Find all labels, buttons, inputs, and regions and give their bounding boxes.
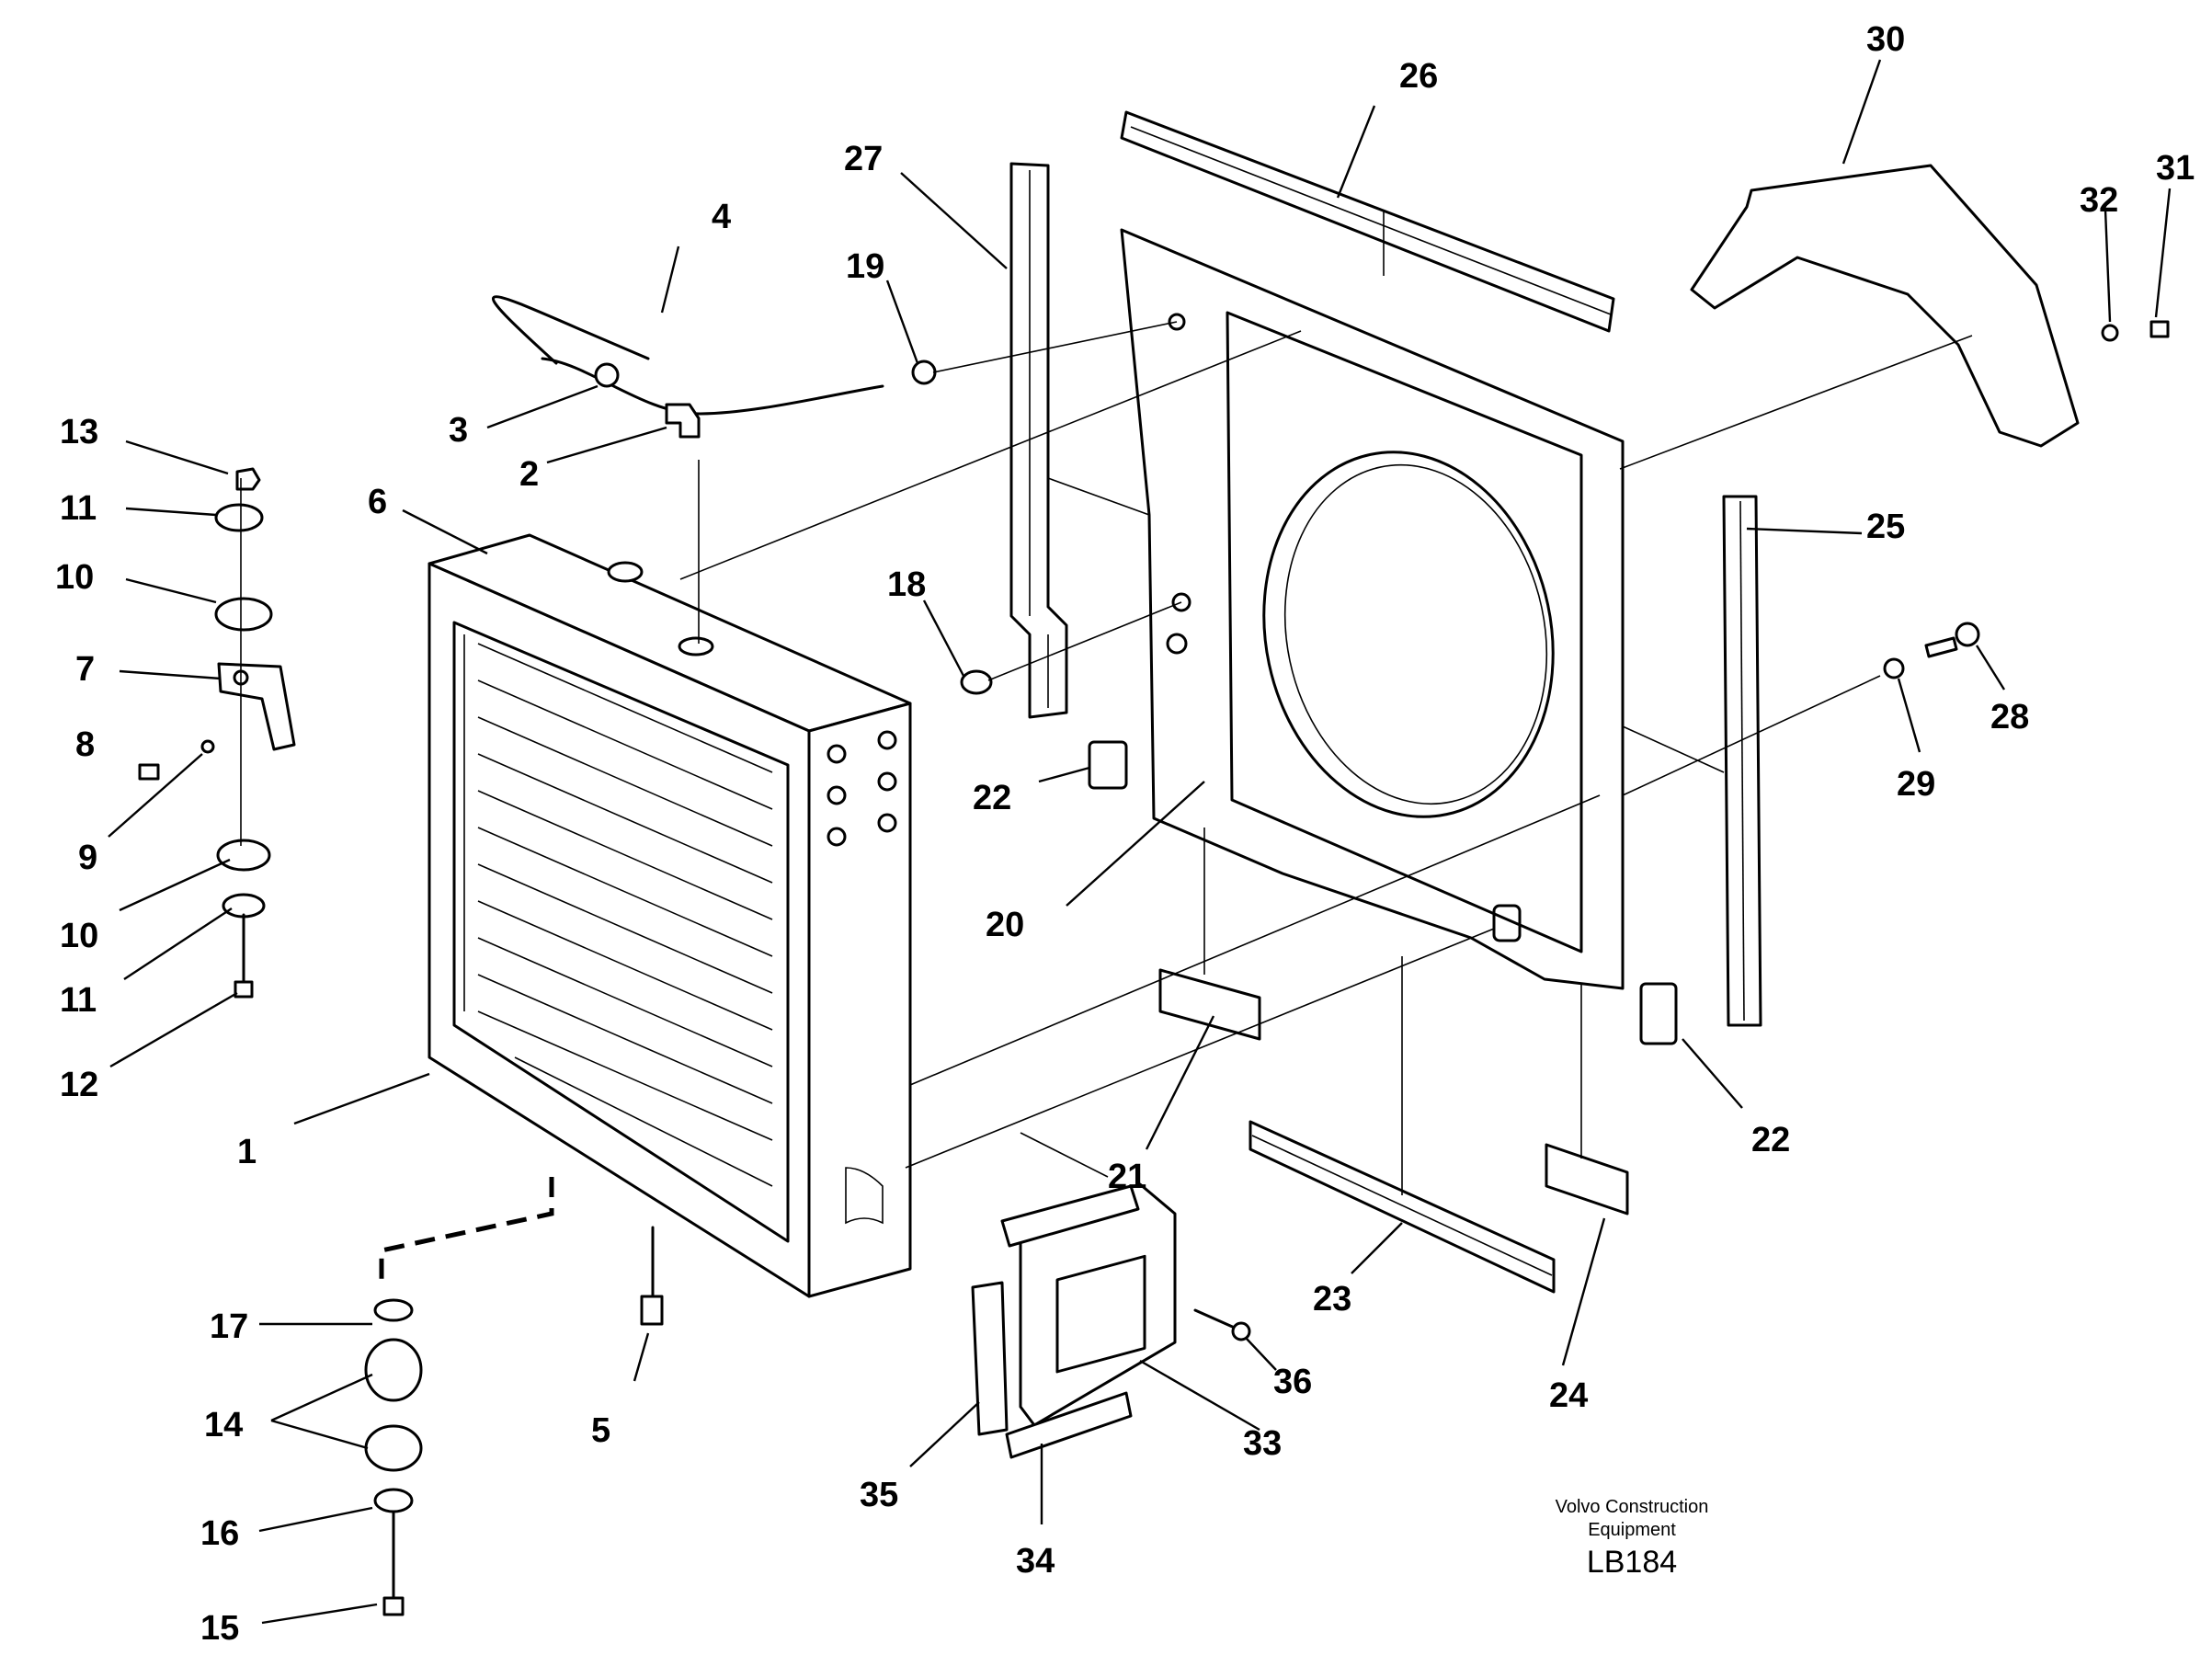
plate-33-part — [1019, 1182, 1177, 1427]
seal-piece-24 — [1545, 1143, 1629, 1216]
left-vertical-seal-part — [1009, 162, 1068, 719]
leader-lines — [108, 59, 2172, 1625]
callout-35: 35 — [860, 1476, 898, 1514]
right-vertical-seal-part — [1722, 495, 1762, 1027]
callout-25: 25 — [1866, 508, 1905, 546]
callout-18: 18 — [887, 565, 926, 604]
callout-6: 6 — [368, 483, 387, 521]
callout-13: 13 — [60, 413, 98, 451]
callout-9: 9 — [78, 839, 97, 877]
callout-28: 28 — [1990, 698, 2029, 736]
callout-31: 31 — [2156, 149, 2195, 188]
radiator-part — [428, 533, 912, 1298]
bottom-strip-part — [1005, 1391, 1133, 1459]
callout-22-upper: 22 — [973, 779, 1011, 817]
callout-19: 19 — [846, 247, 884, 286]
bottom-rail-part — [1249, 1120, 1556, 1294]
callout-7: 7 — [75, 650, 95, 689]
callout-22-lower: 22 — [1751, 1121, 1790, 1159]
washer-29-bolt-28 — [1883, 622, 1980, 679]
callout-20: 20 — [986, 906, 1024, 944]
mount-stack-lower — [364, 1177, 554, 1616]
callout-14: 14 — [204, 1406, 243, 1444]
callout-36: 36 — [1273, 1363, 1312, 1401]
washer-32-bolt-31 — [2101, 320, 2170, 342]
footer-line2: Equipment — [1588, 1520, 1676, 1540]
seal-34-part — [1000, 1184, 1140, 1248]
callout-32: 32 — [2080, 181, 2118, 220]
callout-30: 30 — [1866, 20, 1905, 59]
callout-1: 1 — [237, 1133, 257, 1171]
mount-stack-upper — [138, 467, 296, 999]
callout-17: 17 — [210, 1307, 248, 1346]
callout-29: 29 — [1897, 765, 1935, 804]
callout-10-upper: 10 — [55, 558, 94, 597]
callout-8: 8 — [75, 725, 95, 764]
callout-15: 15 — [200, 1609, 239, 1648]
bolt-36 — [1193, 1308, 1251, 1341]
clip-22-upper — [1088, 740, 1128, 790]
seal-35-part — [971, 1281, 1009, 1436]
callout-26: 26 — [1399, 57, 1438, 96]
clip-22-lower — [1639, 982, 1678, 1045]
callout-27: 27 — [844, 140, 883, 178]
seal-piece-21 — [1158, 968, 1261, 1041]
callout-labels: 1 2 3 4 5 6 7 8 9 10 10 11 11 12 13 14 1… — [55, 20, 2195, 1648]
hose-4-part — [491, 295, 937, 439]
footer-line1: Volvo Construction — [1556, 1497, 1709, 1517]
manufacturer-footer: Volvo Construction Equipment LB184 — [1556, 1497, 1709, 1580]
callout-5: 5 — [591, 1411, 610, 1450]
footer-code: LB184 — [1587, 1545, 1677, 1580]
callout-12: 12 — [60, 1066, 98, 1104]
callout-33: 33 — [1243, 1424, 1282, 1463]
callout-11-lower: 11 — [60, 981, 97, 1020]
grommet-18 — [960, 669, 993, 695]
callout-23: 23 — [1313, 1280, 1351, 1318]
bracket-30-part — [1690, 164, 2080, 448]
top-rail-part — [1120, 110, 1615, 333]
callout-3: 3 — [449, 411, 468, 450]
drain-cock-5 — [640, 1226, 664, 1326]
callout-10-lower: 10 — [60, 917, 98, 955]
callout-11-upper: 11 — [60, 489, 97, 528]
callout-2: 2 — [519, 455, 539, 494]
fan-shroud-part — [1120, 228, 1625, 990]
callout-4: 4 — [712, 198, 731, 236]
callout-34: 34 — [1016, 1542, 1055, 1581]
callout-24: 24 — [1549, 1376, 1588, 1415]
callout-16: 16 — [200, 1514, 239, 1553]
callout-21: 21 — [1108, 1158, 1146, 1196]
